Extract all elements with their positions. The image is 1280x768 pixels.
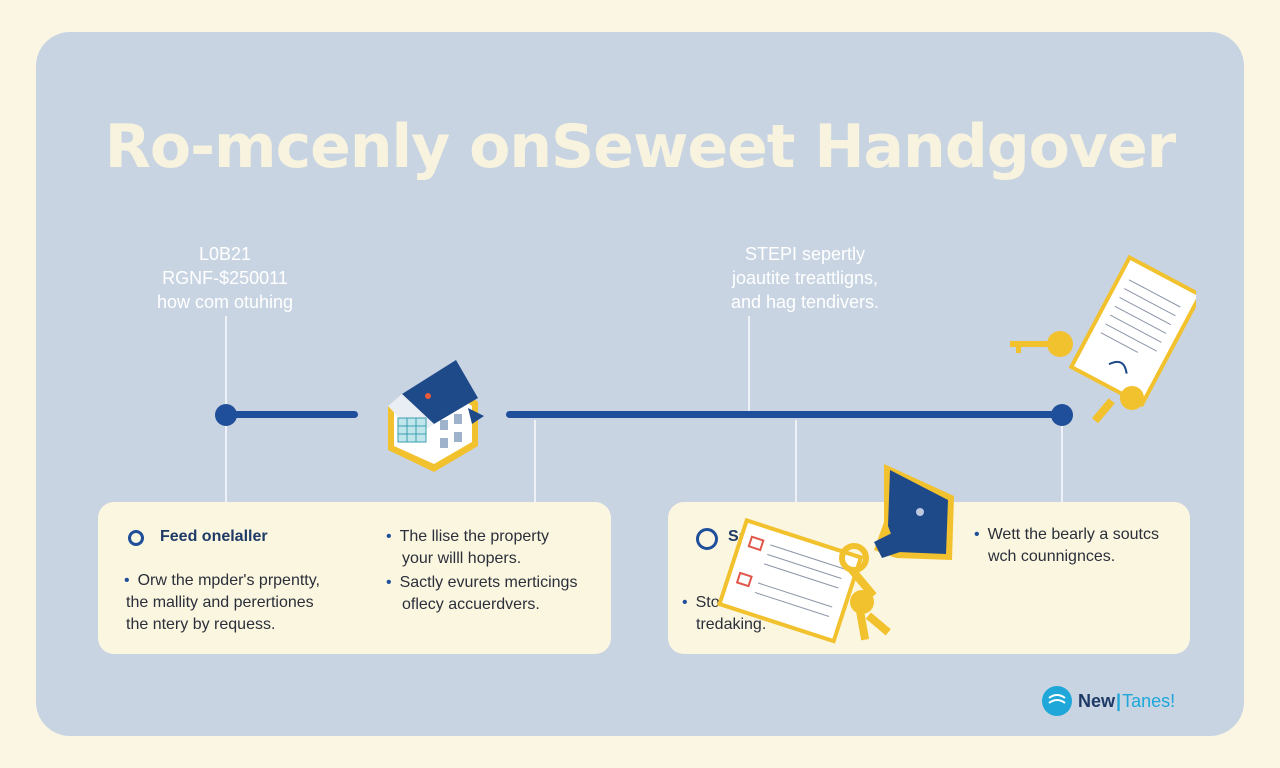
step-card-left: Feed onelaller • Orw the mpder's prpentty… <box>98 502 611 654</box>
bullet-icon: • <box>386 574 392 591</box>
step-marker-icon <box>128 530 144 546</box>
left-label-line2: RGNF-$250011 <box>162 268 288 288</box>
left-label-line1: L0B21 <box>198 244 252 264</box>
card-heading: Feed onelaller <box>160 528 268 545</box>
bullet-icon: • <box>974 526 980 543</box>
right-label-line1: STEPI sepertly <box>744 244 866 264</box>
step-marker-icon <box>696 528 718 550</box>
connector-line <box>1061 420 1063 502</box>
connector-line <box>748 316 750 412</box>
handover-keys-icon <box>717 464 954 644</box>
bullet-icon: • <box>124 572 130 589</box>
connector-line <box>795 420 797 502</box>
bullet-text: tredaking. <box>696 616 767 633</box>
bullet-text: oflecy accuerdvers. <box>402 596 540 613</box>
bullet-text: Wett the bearly a soutcs <box>987 526 1159 543</box>
brand-logo-icon <box>1042 686 1072 716</box>
timeline-track <box>506 411 1062 418</box>
bullet-list: • Orw the mpder's prpentty, the mallity a… <box>124 570 320 636</box>
contract-document-icon <box>1010 254 1196 424</box>
timeline-track <box>226 411 358 418</box>
bullet-icon: • <box>682 594 688 611</box>
bullet-list: • The llise the property your willl hoper… <box>386 526 549 570</box>
bullet-text: the ntery by requess. <box>126 616 276 633</box>
bullet-text: Sactly evurets merticings <box>399 574 578 591</box>
bullet-icon: • <box>386 528 392 545</box>
timeline-end-dot <box>1051 404 1073 426</box>
right-label-line2: joautite treattligns, <box>731 268 879 288</box>
bullet-text: the mallity and perertiones <box>126 594 314 611</box>
connector-line <box>534 420 536 502</box>
brand-logo: New|Tanes! <box>1042 686 1175 716</box>
page-title: Ro-mcenly onSeweet Handgover <box>104 112 1177 182</box>
bullet-text: The llise the property <box>399 528 550 545</box>
bullet-text: wch counnignces. <box>988 548 1116 565</box>
bullet-list: • Sactly evurets merticings oflecy accuer… <box>386 572 577 616</box>
left-label-line3: how com otuhing <box>156 292 294 312</box>
bullet-text: Orw the mpder's prpentty, <box>137 572 320 589</box>
bullet-list: • Wett the bearly a soutcs wch counnignce… <box>974 524 1159 568</box>
right-step-label: STEPI sepertly joautite treattligns, and… <box>700 242 910 314</box>
left-step-label: L0B21 RGNF-$250011 how com otuhing <box>120 242 330 314</box>
house-icon <box>388 360 484 472</box>
right-label-line3: and hag tendivers. <box>730 292 880 312</box>
timeline-start-dot <box>215 404 237 426</box>
bullet-text: your willl hopers. <box>402 550 522 567</box>
brand-name: New <box>1078 690 1116 711</box>
brand-name-suffix: Tanes! <box>1122 690 1176 711</box>
